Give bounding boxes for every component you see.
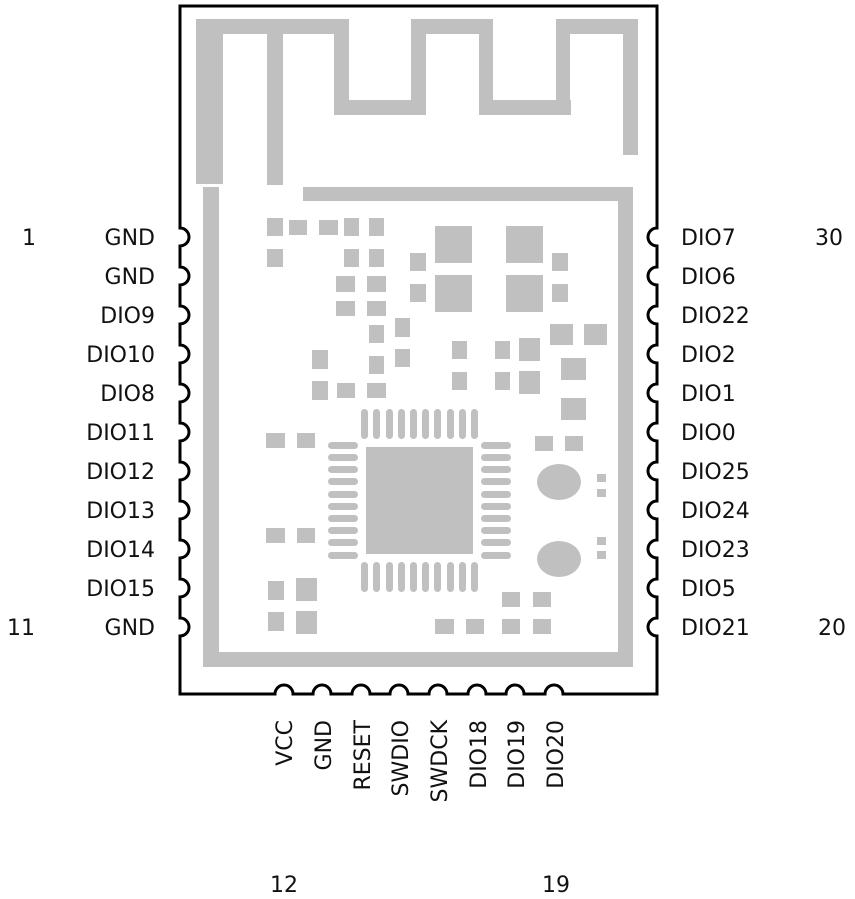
pin-label-28: DIO22 [681, 304, 750, 329]
pin-label-2: GND [105, 265, 155, 290]
qfn-pads-bottom [361, 562, 478, 592]
right-pin-labels: DIO7 DIO6 DIO22 DIO2 DIO1 DIO0 DIO25 DIO… [681, 226, 750, 641]
pin-label-30: DIO7 [681, 226, 736, 251]
pin-label-8: DIO13 [86, 499, 155, 524]
pin-label-27: DIO2 [681, 343, 736, 368]
pin-label-25: DIO0 [681, 421, 736, 446]
pin-label-24: DIO25 [681, 460, 750, 485]
smd-components [266, 218, 607, 634]
pin-number-19: 19 [542, 873, 570, 898]
pin-label-10: DIO15 [86, 577, 155, 602]
qfn-pads-left [328, 442, 358, 559]
ground-frame [203, 187, 633, 667]
qfn-pads-top [361, 409, 478, 439]
pin-label-19: DIO20 [544, 720, 569, 789]
qfn-chip [328, 409, 511, 592]
pin-label-9: DIO14 [86, 538, 155, 563]
pin-label-15: SWDIO [389, 720, 414, 796]
pin-number-30: 30 [815, 226, 843, 251]
pin-label-11: GND [105, 616, 155, 641]
pin-label-12: VCC [273, 720, 298, 766]
pin-label-13: GND [312, 720, 337, 770]
pin-label-3: DIO9 [100, 304, 155, 329]
bottom-pin-labels: VCC GND RESET SWDIO SWDCK DIO18 DIO19 DI… [273, 719, 569, 802]
pin-label-6: DIO11 [86, 421, 155, 446]
qfn-pads-right [481, 442, 511, 559]
left-pin-labels: GND GND DIO9 DIO10 DIO8 DIO11 DIO12 DIO1… [86, 226, 155, 641]
pin-label-17: DIO18 [467, 720, 492, 789]
pin-label-21: DIO5 [681, 577, 736, 602]
module-outline [178, 4, 659, 696]
pin-label-16: SWDCK [428, 719, 453, 802]
pin-label-23: DIO24 [681, 499, 750, 524]
pin-label-18: DIO19 [505, 720, 530, 789]
pin-label-14: RESET [351, 719, 376, 790]
pin-label-1: GND [105, 226, 155, 251]
pin-label-22: DIO23 [681, 538, 750, 563]
pin-label-5: DIO8 [100, 382, 155, 407]
pin-label-29: DIO6 [681, 265, 736, 290]
pin-number-12: 12 [270, 873, 298, 898]
pin-label-4: DIO10 [86, 343, 155, 368]
pin-number-1: 1 [22, 226, 36, 251]
pin-number-20: 20 [818, 616, 846, 641]
pin-label-20: DIO21 [681, 616, 750, 641]
pin-number-11: 11 [7, 616, 35, 641]
pin-label-26: DIO1 [681, 382, 736, 407]
pcb-antenna [196, 19, 638, 185]
pin-label-7: DIO12 [86, 460, 155, 485]
